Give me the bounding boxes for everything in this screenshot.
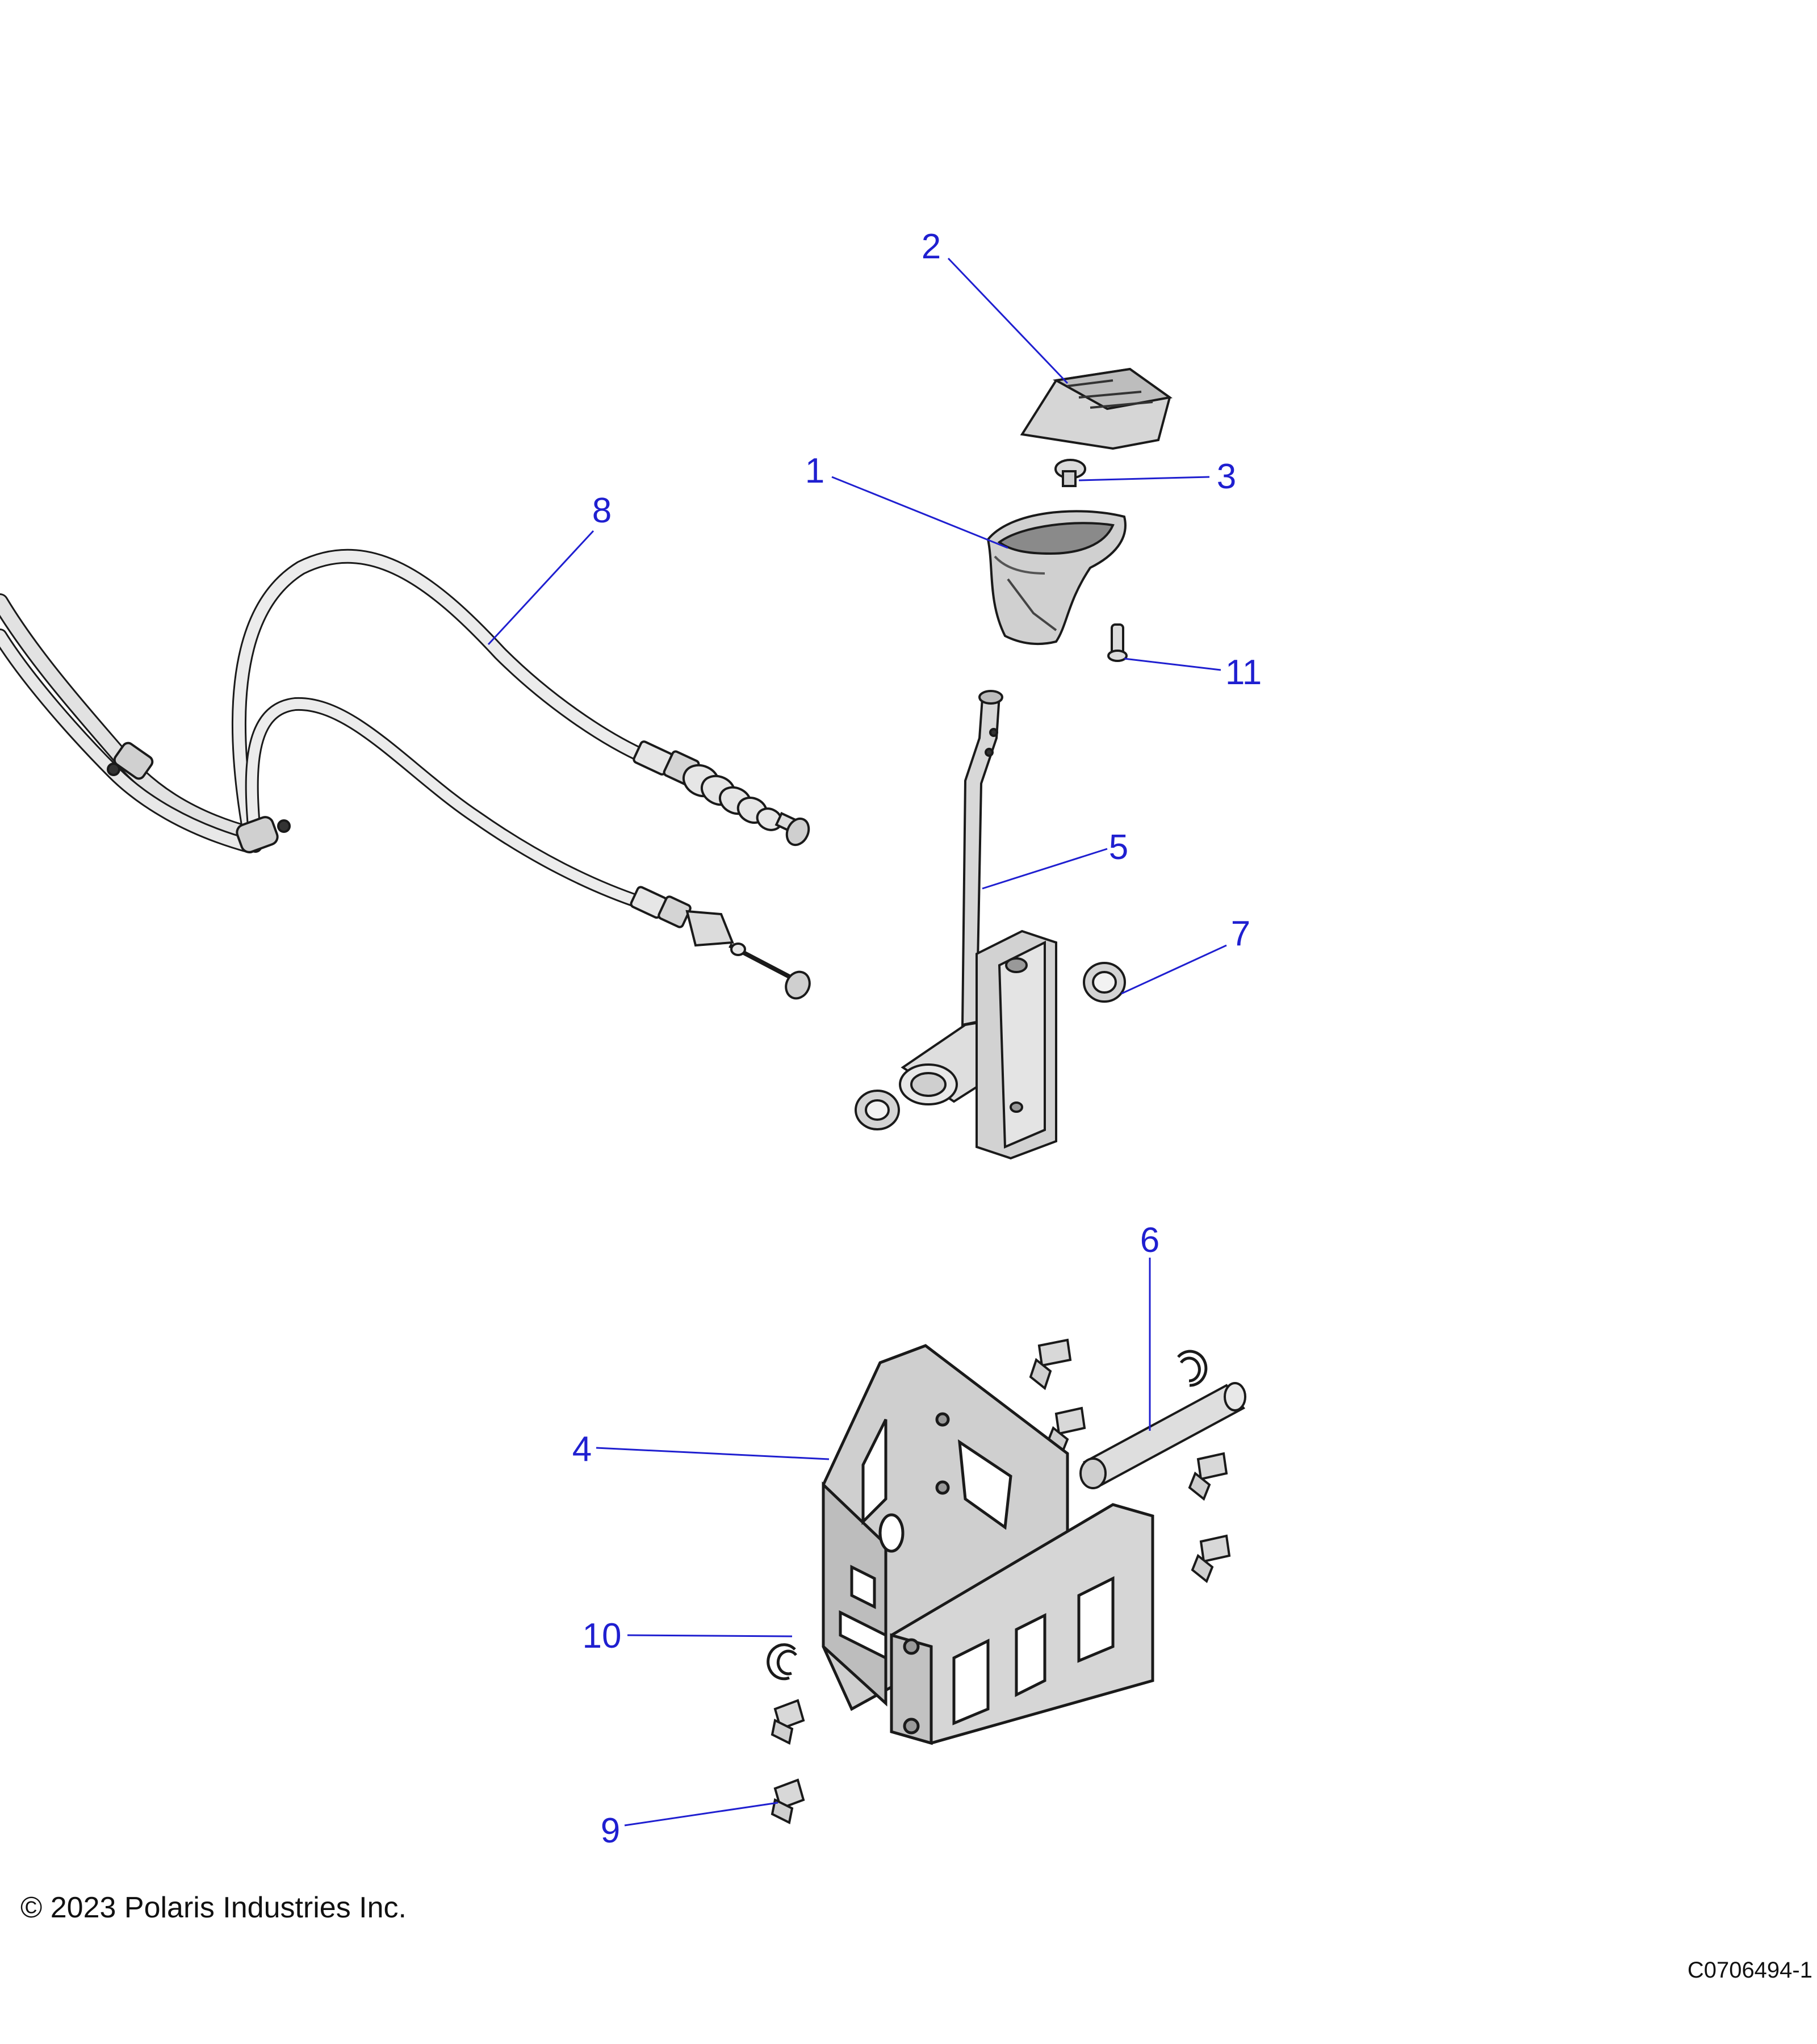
leader-1: [831, 476, 1008, 549]
bolt-1: [1029, 1338, 1072, 1390]
callout-9: 9: [601, 1811, 620, 1850]
lower-cable-end: [630, 886, 811, 1000]
shift-knob-bezel: [986, 510, 1127, 646]
bushing-7: [1083, 962, 1126, 1003]
upper-cable-end: [633, 740, 810, 847]
callout-1: 1: [805, 451, 824, 491]
callout-7: 7: [1231, 914, 1250, 953]
leader-3: [1078, 476, 1210, 481]
callout-3: 3: [1217, 457, 1236, 496]
callout-11: 11: [1225, 653, 1262, 692]
leader-lines: [487, 257, 1227, 1827]
e-clip-10: [767, 1643, 797, 1681]
callout-2: 2: [922, 227, 941, 266]
callout-8: 8: [592, 491, 612, 530]
bolt-9: [771, 1778, 805, 1824]
cable-clamp: [107, 742, 291, 853]
screw-small: [1054, 459, 1086, 487]
callout-labels: 1 2 3 4 5 6 7 8 9 10 11: [572, 227, 1262, 1850]
bolt-3: [1188, 1452, 1228, 1501]
callout-5: 5: [1109, 828, 1128, 867]
callout-4: 4: [572, 1430, 592, 1469]
mounting-bracket: [822, 1344, 1154, 1745]
bolt-4: [1191, 1534, 1231, 1584]
leader-4: [596, 1447, 830, 1460]
leader-8: [487, 530, 594, 646]
copyright-notice: © 2023 Polaris Industries Inc.: [20, 1891, 407, 1924]
callout-6: 6: [1140, 1221, 1159, 1260]
pivot-bushing-left: [855, 1090, 900, 1130]
pivot-pin: [1079, 1382, 1246, 1489]
shift-cable-assembly: [0, 548, 655, 910]
leader-10: [627, 1634, 793, 1637]
callout-10: 10: [583, 1616, 622, 1656]
leader-9: [624, 1802, 778, 1827]
leader-11: [1124, 657, 1221, 671]
figure-code: C0706494-1: [1687, 1958, 1812, 1983]
leader-7: [1121, 944, 1227, 995]
shift-lever: [899, 690, 1057, 1160]
bolt-5: [771, 1699, 805, 1745]
leader-5: [982, 848, 1108, 890]
leader-2: [947, 257, 1069, 384]
shift-pattern-cover: [1020, 367, 1173, 450]
e-clip-upper: [1177, 1350, 1208, 1387]
screw-11: [1107, 623, 1128, 662]
